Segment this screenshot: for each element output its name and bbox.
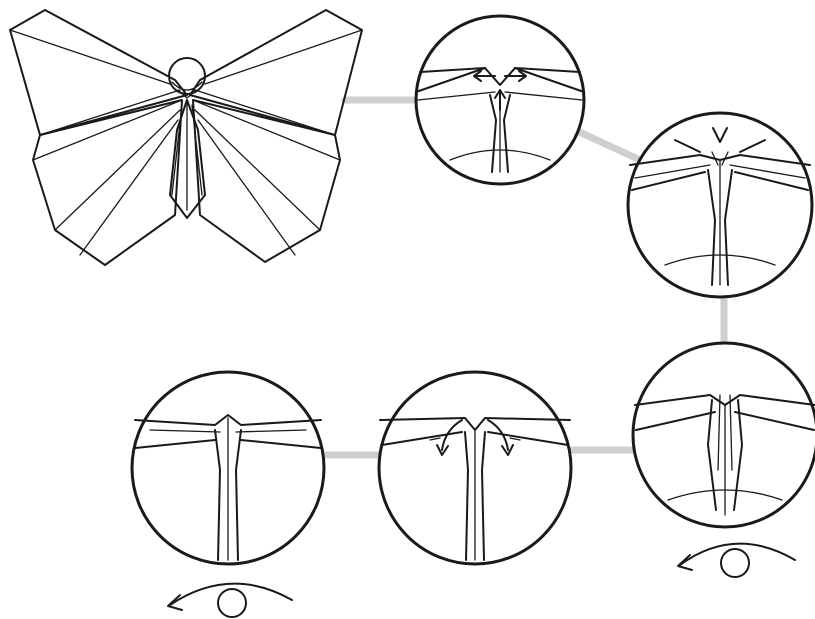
right-lower-wing (193, 100, 340, 262)
detail-circle-2 (628, 113, 812, 297)
detail-circle-1 (416, 16, 584, 184)
detail-circle-3 (633, 343, 815, 527)
turn-over-symbol-1 (678, 544, 795, 577)
butterfly-overview (10, 10, 362, 265)
detail-circle-4 (379, 372, 571, 564)
turn-over-symbol-2 (168, 584, 292, 617)
connector-2 (575, 130, 640, 160)
butterfly-head (169, 58, 205, 94)
detail-circle-5 (132, 372, 324, 564)
left-lower-wing (33, 100, 182, 265)
